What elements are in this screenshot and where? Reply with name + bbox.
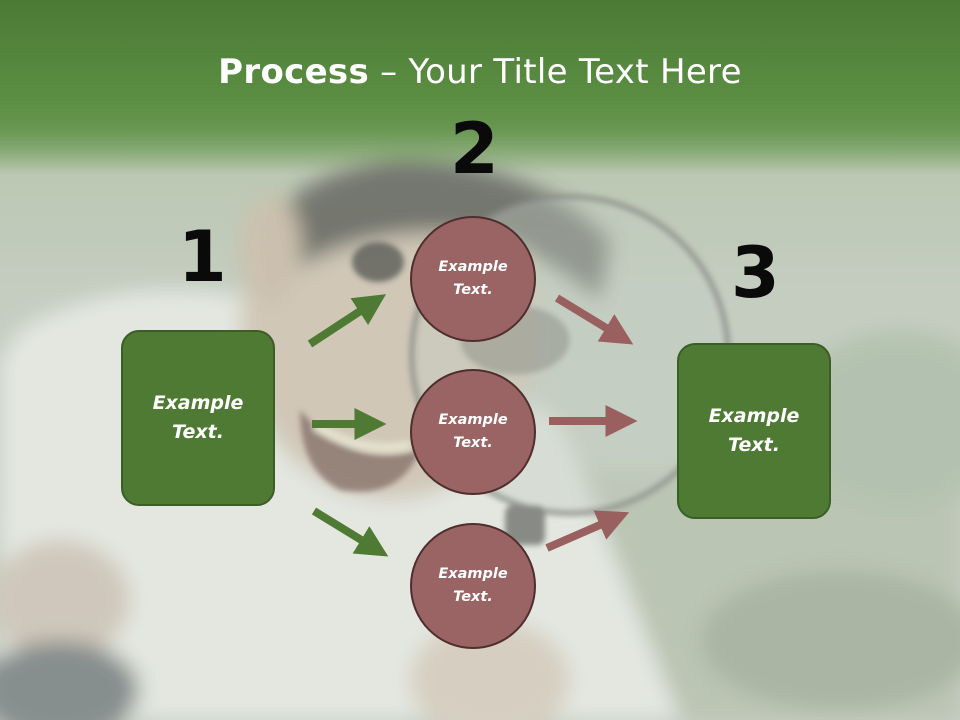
circle-text: Example Text.	[438, 566, 508, 605]
middle-circle-3: Example Text.	[410, 523, 536, 649]
arrow-left-to-circle-1	[307, 294, 387, 348]
title-bold: Process	[218, 52, 370, 92]
step-number-3: 3	[731, 232, 780, 314]
arrow-circle-1-to-right	[554, 294, 634, 345]
left-step-box: Example Text.	[121, 330, 275, 506]
arrow-left-to-circle-3	[311, 507, 389, 557]
header-band	[0, 0, 960, 175]
circle-text: Example Text.	[438, 259, 508, 298]
right-step-text: Example Text.	[708, 405, 800, 456]
right-step-box: Example Text.	[677, 343, 831, 519]
middle-circle-1: Example Text.	[410, 216, 536, 342]
slide-title: Process – Your Title Text Here	[0, 52, 960, 92]
arrow-circle-3-to-right	[545, 510, 630, 552]
title-rest: – Your Title Text Here	[369, 52, 742, 92]
circle-text: Example Text.	[438, 412, 508, 451]
left-step-text: Example Text.	[152, 392, 244, 443]
step-number-2: 2	[450, 108, 499, 190]
step-number-1: 1	[178, 216, 227, 298]
middle-circle-2: Example Text.	[410, 369, 536, 495]
